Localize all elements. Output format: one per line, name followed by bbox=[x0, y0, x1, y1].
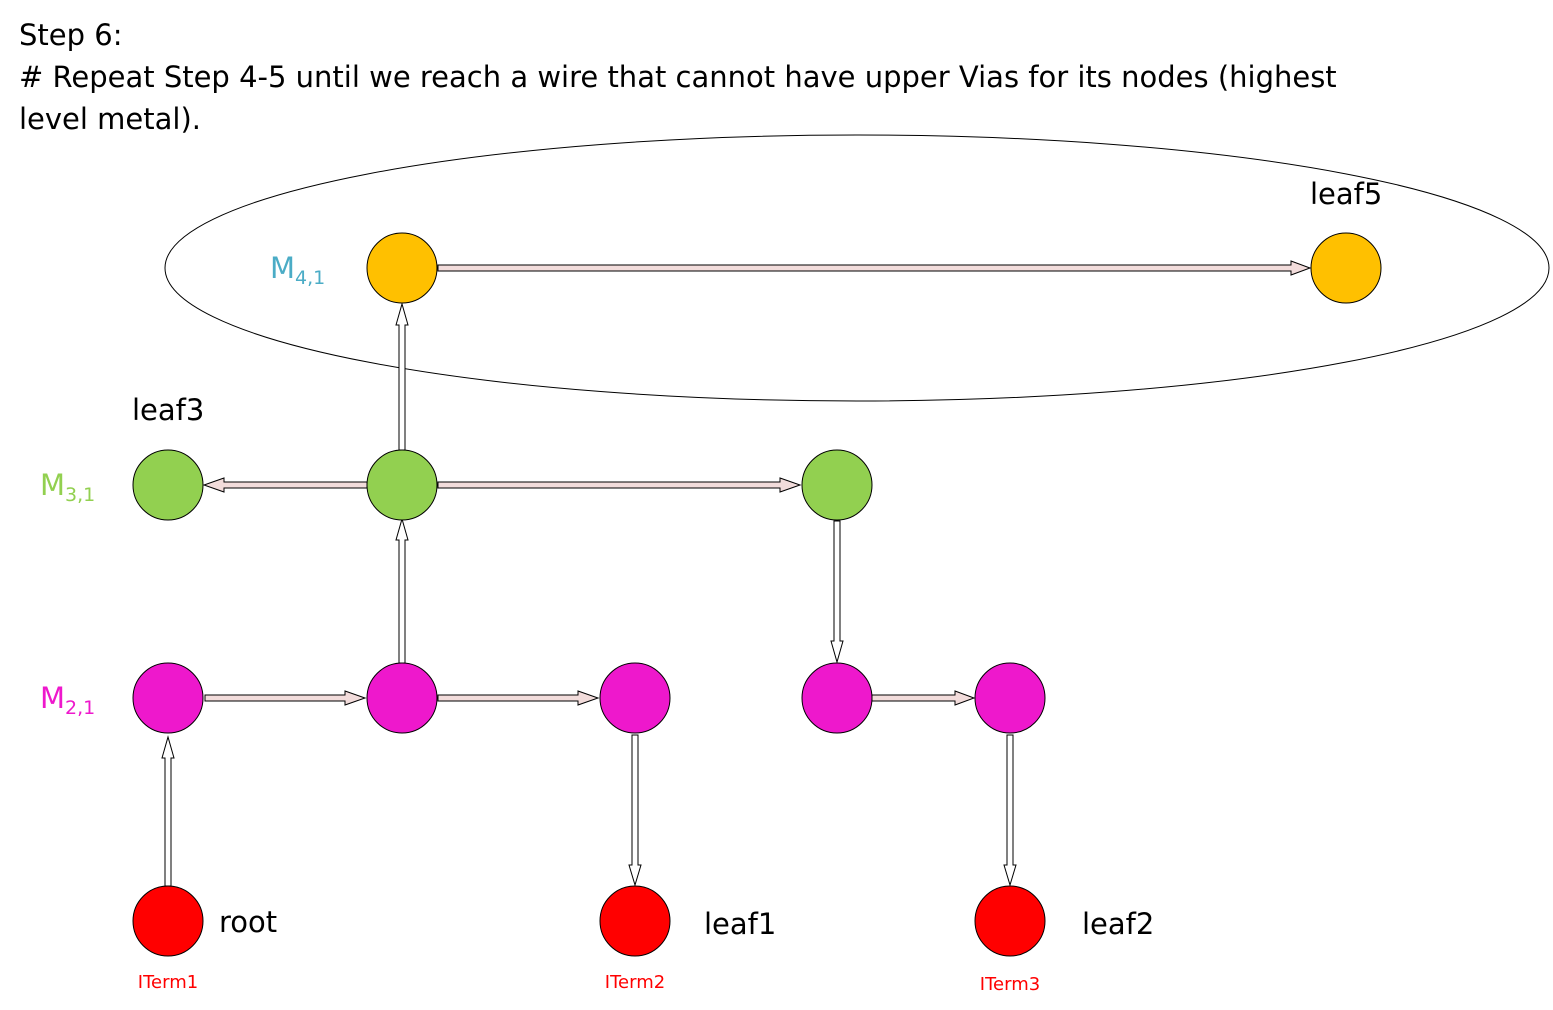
layer-label-m2: M2,1 bbox=[40, 681, 95, 719]
highlight-ellipse bbox=[164, 134, 1550, 402]
wire-m2-left-to-center bbox=[204, 690, 367, 706]
nodes bbox=[132, 232, 1382, 957]
label-leaf2: leaf2 bbox=[1082, 907, 1154, 941]
caption-line-2: level metal). bbox=[19, 102, 202, 136]
node-m2-branch bbox=[801, 662, 873, 734]
wire-m3-to-leaf3 bbox=[202, 477, 368, 493]
label-iterm3: ITerm3 bbox=[980, 974, 1040, 995]
wire-m4-to-leaf5 bbox=[437, 260, 1312, 276]
caption: Step 6: # Repeat Step 4-5 until we reach… bbox=[19, 14, 1519, 140]
caption-step: Step 6: bbox=[19, 18, 123, 52]
layer-label-m4: M4,1 bbox=[270, 251, 325, 289]
node-m2-center bbox=[366, 662, 438, 734]
layer-label-m3: M3,1 bbox=[40, 468, 95, 506]
via-m3-to-m2-right bbox=[830, 520, 844, 664]
label-leaf1: leaf1 bbox=[704, 907, 776, 941]
wire-m3-to-right bbox=[437, 477, 802, 493]
node-leaf3 bbox=[132, 449, 204, 521]
label-iterm1: ITerm1 bbox=[138, 972, 198, 993]
node-m4-start bbox=[366, 232, 438, 304]
node-m3-right bbox=[801, 449, 873, 521]
node-m3-center bbox=[366, 449, 438, 521]
node-leaf1 bbox=[599, 885, 671, 957]
node-leaf2 bbox=[974, 885, 1046, 957]
via-m2-to-m3 bbox=[395, 517, 409, 664]
label-iterm2: ITerm2 bbox=[605, 972, 665, 993]
node-root bbox=[132, 885, 204, 957]
label-root: root bbox=[219, 905, 277, 939]
via-m3-to-m4 bbox=[395, 302, 409, 451]
via-root-to-m2 bbox=[161, 735, 175, 887]
wire-m2-to-leaf2-branch bbox=[871, 690, 976, 706]
via-m2-to-leaf2 bbox=[1003, 734, 1017, 887]
label-leaf5: leaf5 bbox=[1310, 177, 1382, 211]
via-m2-to-leaf1 bbox=[628, 734, 642, 887]
edges bbox=[161, 260, 1312, 887]
caption-line-1: # Repeat Step 4-5 until we reach a wire … bbox=[19, 60, 1337, 94]
label-leaf3: leaf3 bbox=[132, 393, 204, 427]
wire-m2-center-to-right bbox=[437, 690, 600, 706]
node-leaf5 bbox=[1310, 232, 1382, 304]
node-m2-left bbox=[132, 662, 204, 734]
node-m2-leaf2-branch bbox=[974, 662, 1046, 734]
node-m2-right bbox=[599, 662, 671, 734]
